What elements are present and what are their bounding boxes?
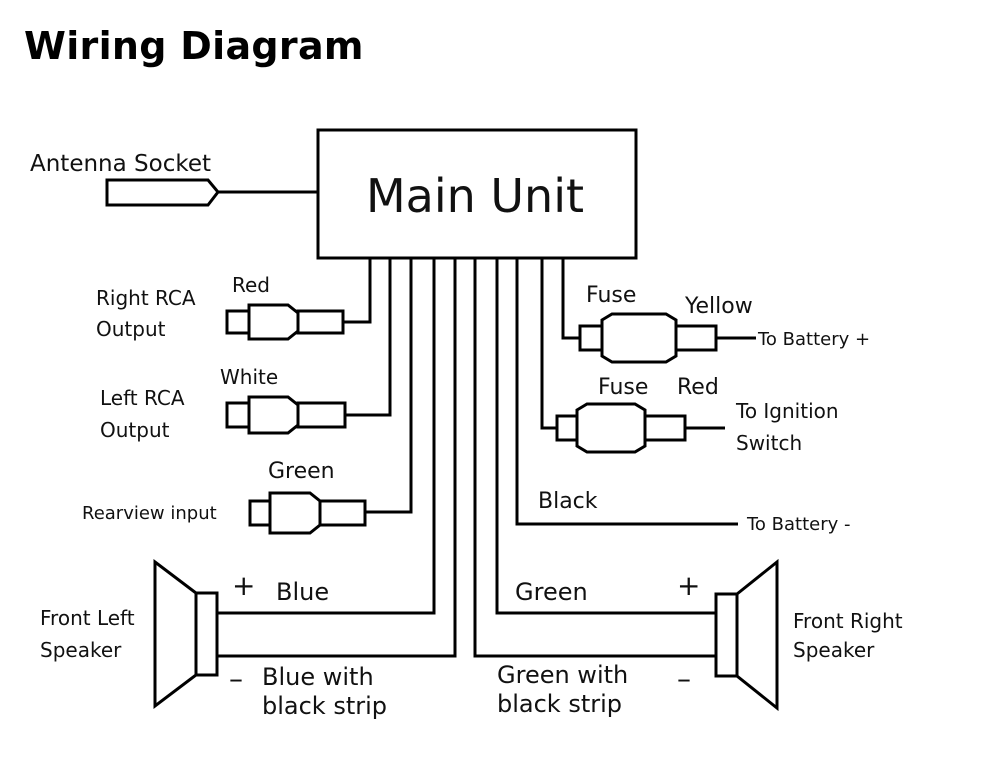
fuse1-cap-right xyxy=(674,324,718,352)
wire-green-rearview xyxy=(365,258,413,514)
left-speaker-neg-wire-line1: Blue with xyxy=(262,663,374,691)
rearview-label: Rearview input xyxy=(82,503,217,524)
yellow-label: Yellow xyxy=(684,294,753,319)
left-rca-color-label: White xyxy=(220,365,278,389)
main-unit-box xyxy=(316,128,638,260)
left-rca-label-line1: Left RCA xyxy=(100,386,185,410)
page-title: Wiring Diagram xyxy=(24,24,364,68)
wire-blue xyxy=(217,258,436,615)
left-speaker-neg-wire-line2: black strip xyxy=(262,692,387,720)
right-speaker-neg-wire-line2: black strip xyxy=(497,690,622,718)
antenna-plug-icon xyxy=(105,178,220,207)
main-unit: Main Unit xyxy=(316,128,638,260)
right-speaker-label-line1: Front Right xyxy=(793,609,903,633)
red-label: Red xyxy=(677,375,719,400)
harness-wires xyxy=(217,258,738,658)
wire-green xyxy=(495,258,716,615)
fuse1-label: Fuse xyxy=(586,283,636,308)
left-speaker-plus: + xyxy=(232,569,255,602)
red-fuse-holder: Fuse Red To Ignition Switch xyxy=(555,375,839,455)
front-left-speaker: Front Left Speaker + Blue – Blue with bl… xyxy=(40,558,387,720)
antenna-socket: Antenna Socket xyxy=(30,151,318,207)
right-rca-connector: Right RCA Output Red xyxy=(96,273,345,341)
rearview-color-label: Green xyxy=(268,459,335,484)
wire-red-ignition xyxy=(540,258,557,430)
right-speaker-minus: – xyxy=(677,662,691,695)
right-rca-label-line1: Right RCA xyxy=(96,286,196,310)
left-rca-tip xyxy=(225,401,251,429)
right-speaker-pos-wire-label: Green xyxy=(515,578,588,606)
ignition-label-line2: Switch xyxy=(736,431,802,455)
rearview-body xyxy=(268,491,322,535)
battery-minus-label: To Battery - xyxy=(746,514,851,535)
fuse2-cap-left xyxy=(555,414,579,442)
fuse1-cap-left xyxy=(578,324,604,352)
left-rca-sleeve xyxy=(296,401,347,429)
left-speaker-label-line1: Front Left xyxy=(40,606,135,630)
left-rca-connector: Left RCA Output White xyxy=(100,365,347,442)
right-rca-tip xyxy=(225,309,251,335)
right-speaker-label-line2: Speaker xyxy=(793,638,875,662)
right-speaker-neg-wire-line1: Green with xyxy=(497,661,628,689)
wire-yellow-battery xyxy=(561,258,580,340)
right-speaker-magnet xyxy=(714,592,739,678)
ignition-label-line1: To Ignition xyxy=(735,399,839,423)
right-rca-color-label: Red xyxy=(232,273,270,297)
battery-plus-label: To Battery + xyxy=(757,329,870,350)
rearview-tip xyxy=(248,499,272,527)
rearview-sleeve xyxy=(318,499,367,527)
wire-blue-black xyxy=(217,258,457,658)
left-speaker-label-line2: Speaker xyxy=(40,638,122,662)
left-speaker-minus: – xyxy=(229,662,243,695)
left-rca-label-line2: Output xyxy=(100,418,170,442)
wire-green-black xyxy=(473,258,716,658)
wire-red-rca xyxy=(343,258,372,324)
right-rca-body xyxy=(247,303,300,341)
wire-white-rca xyxy=(345,258,392,417)
left-speaker-cone-icon xyxy=(153,558,198,710)
antenna-label: Antenna Socket xyxy=(30,151,211,177)
fuse1-body xyxy=(600,312,678,364)
right-speaker-plus: + xyxy=(677,569,700,602)
main-unit-label: Main Unit xyxy=(366,169,584,223)
fuse2-body xyxy=(575,402,647,454)
fuse2-label: Fuse xyxy=(598,375,648,400)
right-rca-label-line2: Output xyxy=(96,317,166,341)
wire-black xyxy=(515,258,738,526)
front-right-speaker: Green + Green with black strip – Front R… xyxy=(497,558,903,718)
rearview-connector: Rearview input Green xyxy=(82,459,367,535)
black-label: Black xyxy=(538,489,598,514)
left-speaker-pos-wire-label: Blue xyxy=(276,578,329,606)
right-speaker-cone-icon xyxy=(735,558,779,712)
right-rca-sleeve xyxy=(296,309,345,335)
left-speaker-magnet xyxy=(194,591,219,677)
yellow-fuse-holder: Fuse Yellow To Battery + xyxy=(578,283,870,364)
fuse2-cap-right xyxy=(643,414,687,442)
left-rca-body xyxy=(247,395,300,435)
